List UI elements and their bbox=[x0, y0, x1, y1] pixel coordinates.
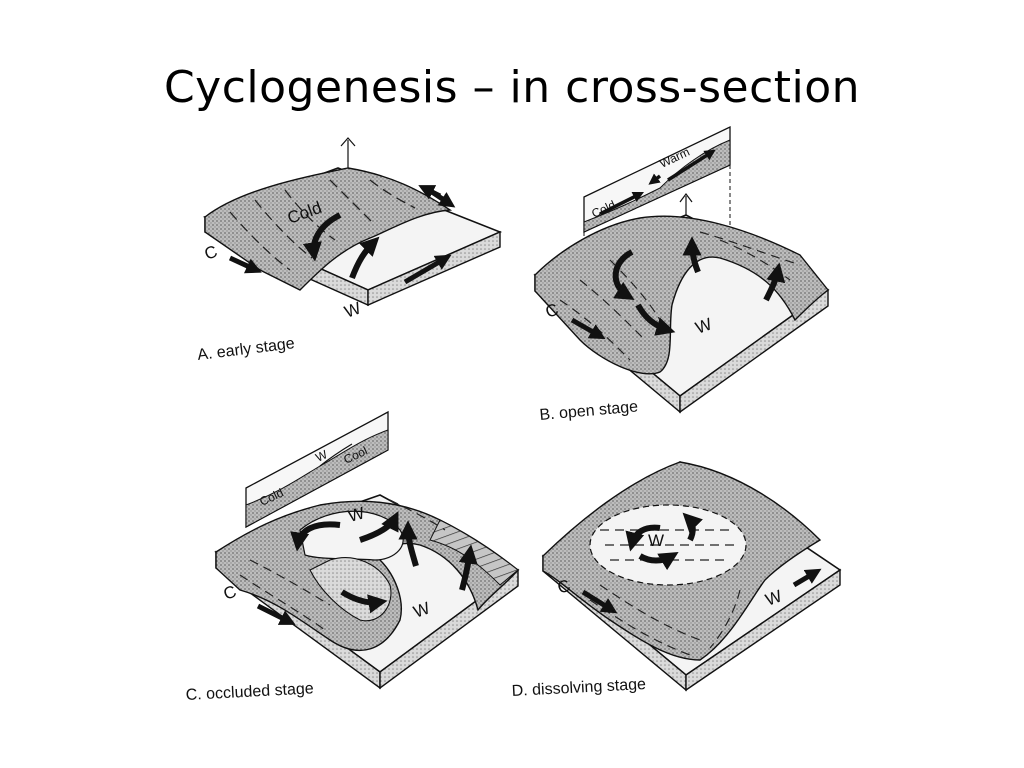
caption-d: D. dissolving stage bbox=[511, 676, 646, 700]
label-c-d: C bbox=[555, 576, 573, 598]
label-w-b: W bbox=[693, 314, 715, 337]
panel-b: Cold Warm C bbox=[533, 125, 830, 424]
label-c-b: C bbox=[543, 300, 561, 322]
label-c: C bbox=[202, 242, 220, 264]
label-w-inner-d: W bbox=[648, 531, 664, 550]
panel-a: Cold C W A. early stage bbox=[196, 137, 503, 364]
label-w-inner-c: W bbox=[346, 503, 366, 526]
caption-b: B. open stage bbox=[539, 398, 639, 424]
label-c-c: C bbox=[221, 582, 239, 604]
caption-c: C. occluded stage bbox=[185, 680, 314, 704]
label-w-c: W bbox=[411, 598, 433, 621]
caption-a: A. early stage bbox=[196, 335, 295, 364]
slide-title: Cyclogenesis – in cross-section bbox=[163, 62, 861, 113]
label-w: W bbox=[342, 298, 364, 321]
panel-c: Cold W Cool W C W bbox=[185, 410, 520, 704]
label-w-d: W bbox=[763, 586, 785, 609]
panel-d: W C W D. dissolving stage bbox=[511, 461, 842, 700]
